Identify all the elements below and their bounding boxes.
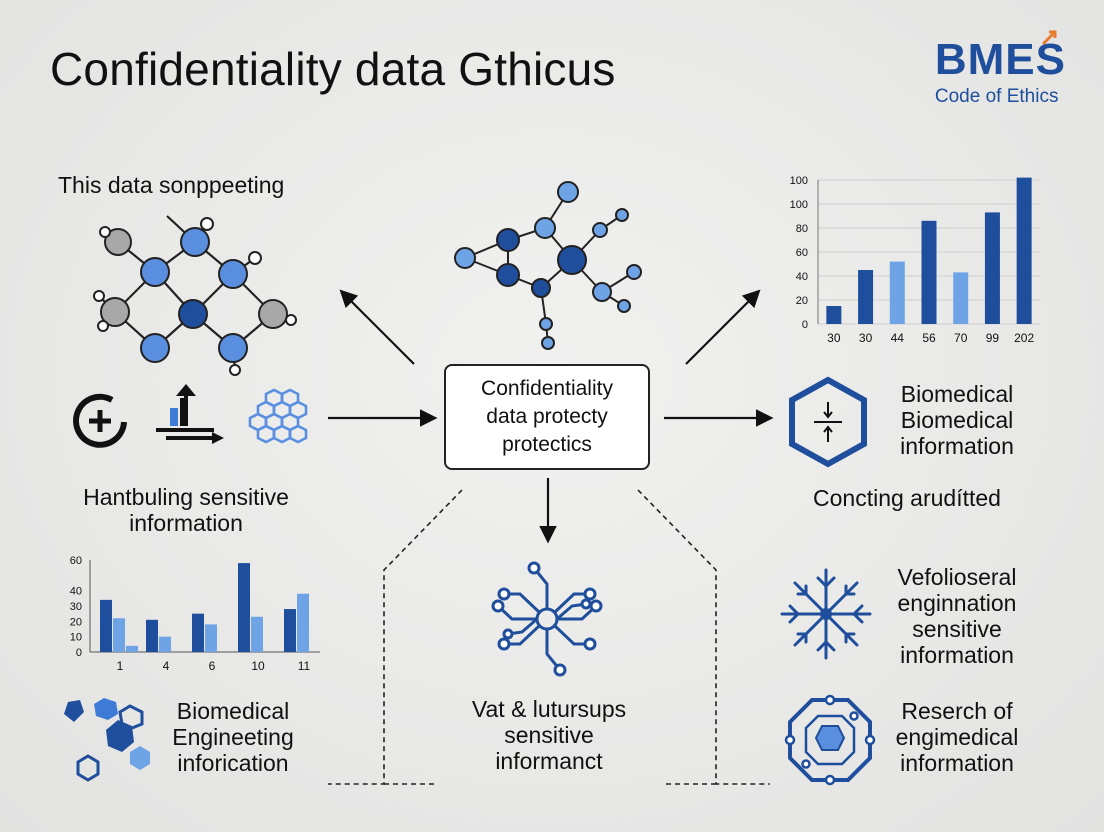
bar — [126, 645, 138, 652]
bottom-center-line-3: informanct — [495, 748, 603, 774]
brand-arrow-icon — [1041, 30, 1057, 46]
honeycomb-icon — [248, 388, 308, 444]
arrow-up-left — [339, 289, 415, 365]
neural-network-icon — [491, 561, 603, 677]
add-circle-icon — [73, 393, 127, 448]
x-tick-label: 202 — [1014, 331, 1034, 345]
bottom-center-line-2: sensitive — [504, 722, 594, 748]
bar — [192, 613, 204, 652]
bar-chart-bottom: 0 10 20 30 40 60 1 4 6 10 11 — [70, 555, 320, 673]
y-tick-label: 30 — [70, 601, 82, 613]
bottom-center-label: Vat & lutursups sensitive informanct — [436, 696, 662, 774]
x-tick-label: 99 — [986, 331, 1000, 345]
bottom-left-line-3: inforication — [177, 750, 289, 776]
right-mid-label: Biomedical Biomedical information — [874, 381, 1040, 459]
bottom-left-label: Biomedical Engineeting inforication — [150, 698, 316, 776]
network-icon — [454, 181, 642, 350]
x-tick-label: 56 — [922, 331, 936, 345]
bottom-right-line-3: information — [900, 750, 1014, 776]
y-tick-label: 40 — [796, 271, 808, 283]
brand-logo: BMES Code of Ethics — [934, 30, 1066, 108]
bar — [921, 220, 937, 324]
bottom-right-line-1: Reserch of — [901, 698, 1013, 724]
bar — [984, 212, 1000, 324]
bar — [113, 618, 125, 652]
bar — [297, 593, 309, 652]
y-tick-label: 60 — [70, 555, 82, 567]
bar — [858, 270, 874, 324]
bar-chart-top: 0 20 40 60 80 100 100 30 30 44 56 70 99 202 — [790, 175, 1040, 345]
bottom-left-line-1: Biomedical — [176, 698, 290, 724]
right-mid-line-2: Biomedical — [900, 407, 1014, 433]
center-line-2: data protecty — [486, 405, 608, 428]
x-tick-label: 44 — [891, 331, 905, 345]
x-tick-label: 6 — [209, 659, 216, 673]
right-lower-line-2: enginnation — [897, 590, 1017, 616]
bar — [146, 619, 158, 652]
x-tick-label: 10 — [251, 659, 265, 673]
center-line-1: Confidentiality — [481, 377, 613, 400]
x-tick-label: 70 — [954, 331, 968, 345]
y-tick-label: 0 — [802, 319, 808, 331]
right-caption: Concting arudítted — [813, 485, 1001, 511]
bar — [284, 609, 296, 652]
bar — [1016, 177, 1032, 324]
brand-subtitle: Code of Ethics — [934, 86, 1059, 107]
bar — [100, 599, 112, 652]
bar — [238, 563, 250, 652]
x-tick-label: 4 — [163, 659, 170, 673]
y-tick-label: 20 — [70, 616, 82, 628]
y-tick-label: 60 — [796, 247, 808, 259]
bar — [826, 306, 842, 324]
center-box: Confidentiality data protecty protectics — [444, 364, 650, 470]
x-tick-label: 30 — [827, 331, 841, 345]
y-tick-label: 20 — [796, 295, 808, 307]
bar — [205, 624, 217, 652]
right-lower-line-1: Vefolioseral — [897, 564, 1017, 590]
left-mid-line-1: Hantbuling sensitive — [83, 484, 289, 510]
bottom-center-line-1: Vat & lutursups — [471, 696, 627, 722]
right-lower-line-3: sensitive — [912, 616, 1002, 642]
arrow-up-right — [685, 289, 761, 365]
y-tick-label: 100 — [790, 175, 808, 187]
left-mid-line-2: information — [129, 510, 243, 536]
bar — [159, 636, 171, 652]
bar — [889, 261, 905, 324]
y-tick-label: 10 — [70, 632, 82, 644]
y-tick-label: 80 — [796, 223, 808, 235]
right-mid-line-3: information — [900, 433, 1014, 459]
right-lower-line-4: information — [900, 642, 1014, 668]
page-title: Confidentiality data Gthicus — [50, 43, 616, 95]
bottom-left-line-2: Engineeting — [172, 724, 294, 750]
snowflake-circuit-icon — [780, 568, 872, 660]
y-tick-label: 0 — [76, 647, 82, 659]
x-tick-label: 11 — [298, 659, 311, 673]
left-mid-label: Hantbuling sensitive information — [48, 484, 324, 536]
y-tick-label: 100 — [790, 199, 808, 211]
hexagon-shield-icon — [789, 376, 867, 468]
x-tick-label: 30 — [859, 331, 873, 345]
center-line-3: protectics — [502, 433, 592, 456]
right-lower-label: Vefolioseral enginnation sensitive infor… — [870, 564, 1044, 668]
molecule-icon — [93, 215, 297, 376]
bottom-right-line-2: engimedical — [895, 724, 1019, 750]
y-tick-label: 40 — [70, 586, 82, 598]
hexagon-cluster-icon — [64, 698, 150, 782]
bar — [953, 272, 969, 324]
bar — [251, 616, 263, 652]
right-mid-line-1: Biomedical — [900, 381, 1014, 407]
top-left-label: This data sonppeeting — [58, 172, 285, 198]
x-tick-label: 1 — [117, 659, 124, 673]
octagon-chip-icon — [784, 694, 876, 786]
bottom-right-label: Reserch of engimedical information — [874, 698, 1040, 776]
upload-chart-icon — [156, 384, 224, 444]
